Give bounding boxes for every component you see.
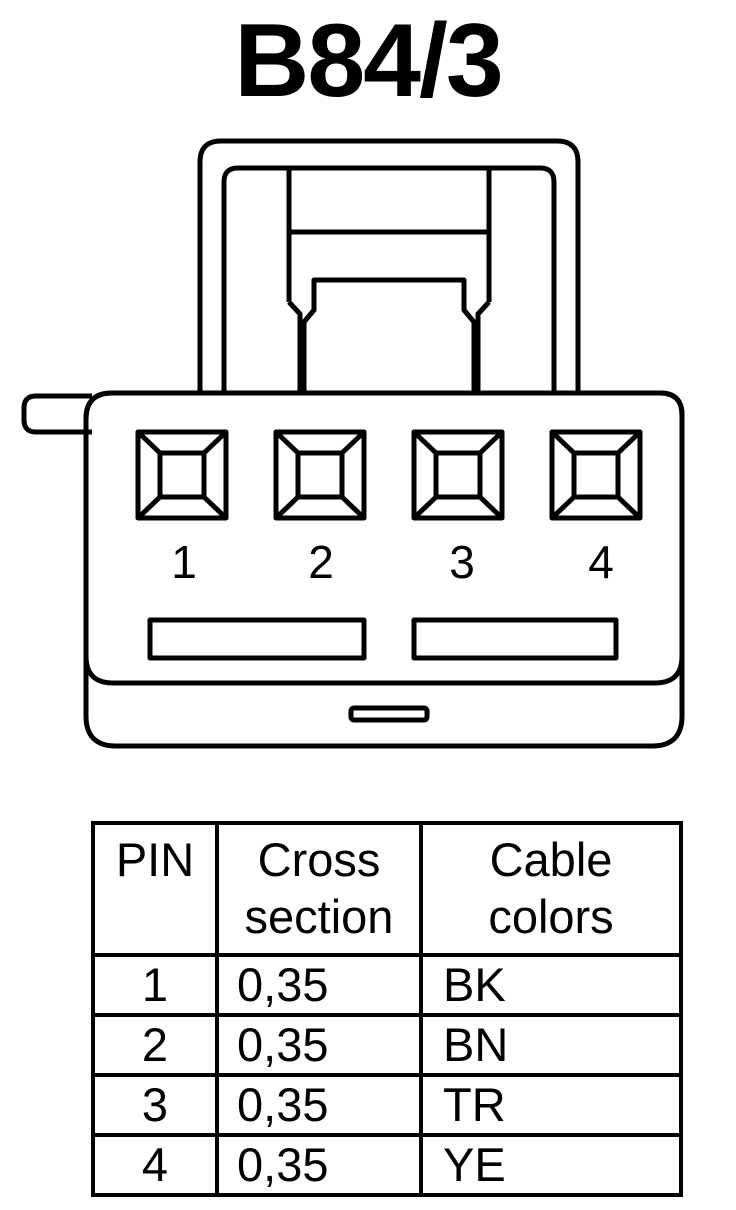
cell-pin: 4 xyxy=(91,1133,219,1197)
table-row: 3 0,35 TR xyxy=(91,1073,683,1137)
pin-label: 2 xyxy=(308,536,334,588)
cell-cable-color: BN xyxy=(419,1013,683,1077)
cell-cross-section: 0,35 xyxy=(215,953,423,1017)
cell-cable-color: BK xyxy=(419,953,683,1017)
table-row: 1 0,35 BK xyxy=(91,953,683,1017)
pin-cavity xyxy=(135,429,229,521)
pin-cavity xyxy=(549,429,643,521)
cell-pin: 2 xyxy=(91,1013,219,1077)
latch-tongue xyxy=(301,277,477,392)
cell-cable-color: YE xyxy=(419,1133,683,1197)
latch-inner xyxy=(221,165,557,392)
connector-drawing: 1 2 3 4 xyxy=(21,138,685,749)
cell-cross-section: 0,35 xyxy=(215,1133,423,1197)
key-slot-right xyxy=(411,617,619,661)
cell-pin: 3 xyxy=(91,1073,219,1137)
cell-pin: 1 xyxy=(91,953,219,1017)
bottom-notch xyxy=(348,705,430,723)
cell-cable-color: TR xyxy=(419,1073,683,1137)
table-row: 2 0,35 BN xyxy=(91,1013,683,1077)
side-tab xyxy=(21,393,92,435)
pin-label: 4 xyxy=(588,536,614,588)
header-pin: PIN xyxy=(91,821,219,957)
pin-label: 3 xyxy=(449,536,475,588)
connector-title: B84/3 xyxy=(234,3,504,119)
pin-label: 1 xyxy=(171,536,197,588)
cell-cross-section: 0,35 xyxy=(215,1073,423,1137)
cell-cross-section: 0,35 xyxy=(215,1013,423,1077)
key-slot-left xyxy=(147,617,367,661)
connector-body-face xyxy=(83,390,685,686)
table-row: 4 0,35 YE xyxy=(91,1133,683,1197)
pin-cavity xyxy=(411,429,505,521)
pin-cavity xyxy=(273,429,367,521)
latch-outer xyxy=(197,138,581,392)
